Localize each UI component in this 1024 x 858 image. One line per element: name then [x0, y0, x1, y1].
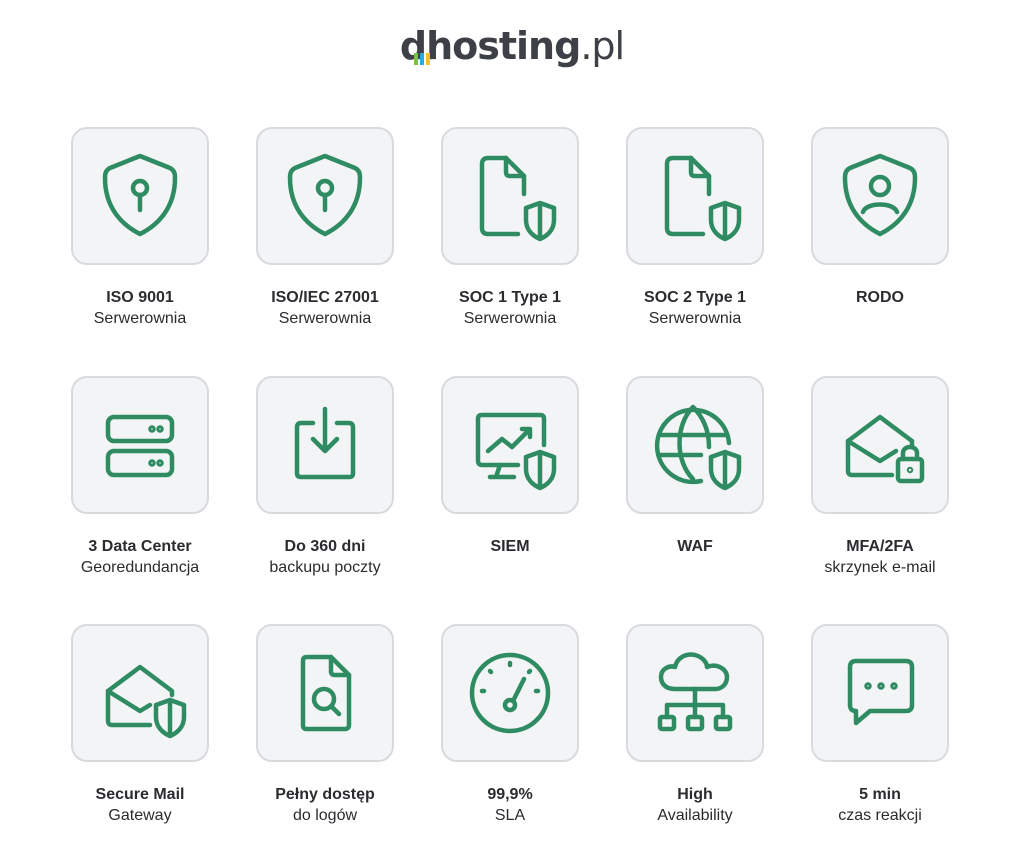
feature-subtitle: Georedundancja [80, 559, 200, 576]
feature-item: SOC 2 Type 1 Serwerownia [602, 127, 788, 329]
feature-tile [811, 376, 949, 514]
feature-tile [441, 624, 579, 762]
feature-tile [441, 127, 579, 265]
feature-title: ISO 9001 [106, 289, 174, 306]
server-stack-icon [105, 414, 175, 478]
feature-title: High [677, 786, 713, 803]
feature-title: ISO/IEC 27001 [271, 289, 379, 306]
feature-tile [256, 376, 394, 514]
feature-subtitle: Availability [657, 807, 733, 824]
shield-keyhole-icon [102, 153, 178, 237]
feature-tile [71, 376, 209, 514]
feature-title: Secure Mail [95, 786, 185, 803]
feature-title: RODO [856, 289, 904, 306]
feature-subtitle: Gateway [108, 807, 172, 824]
feature-subtitle: do logów [292, 807, 358, 824]
download-tray-icon [294, 406, 356, 480]
document-shield-icon [664, 155, 742, 242]
feature-subtitle: SLA [494, 807, 526, 824]
document-shield-icon [479, 155, 557, 242]
globe-shield-icon [654, 404, 742, 491]
feature-title: Do 360 dni [284, 538, 366, 555]
cloud-network-icon [657, 652, 733, 732]
chat-bubble-icon [847, 658, 915, 726]
logo: dhosting.pl [0, 24, 1024, 68]
feature-subtitle: Serwerownia [278, 310, 372, 327]
logo-text: dhosting [399, 24, 581, 68]
feature-subtitle: Serwerownia [648, 310, 742, 327]
feature-title: SIEM [490, 538, 530, 555]
feature-title: SOC 2 Type 1 [644, 289, 746, 306]
feature-subtitle: backupu poczty [269, 559, 381, 576]
feature-title: Pełny dostęp [275, 786, 375, 803]
mail-shield-icon [105, 664, 187, 739]
feature-title: 99,9% [487, 786, 533, 803]
feature-subtitle: Serwerownia [463, 310, 557, 327]
feature-subtitle: skrzynek e-mail [824, 559, 936, 576]
feature-tile [441, 376, 579, 514]
feature-item: Pełny dostęp do logów [232, 624, 418, 826]
mail-lock-icon [845, 414, 925, 484]
feature-tile [626, 624, 764, 762]
logo-bars [413, 30, 432, 74]
feature-tile [71, 127, 209, 265]
feature-tile [626, 127, 764, 265]
feature-tile [811, 127, 949, 265]
feature-item: SOC 1 Type 1 Serwerownia [417, 127, 603, 329]
shield-user-icon [842, 153, 918, 237]
shield-keyhole-icon [287, 153, 363, 237]
feature-tile [256, 624, 394, 762]
feature-subtitle: Serwerownia [93, 310, 187, 327]
feature-title: SOC 1 Type 1 [459, 289, 561, 306]
feature-item: RODO [787, 127, 973, 308]
monitor-chart-shield-icon [475, 412, 557, 491]
feature-title: WAF [677, 538, 713, 555]
logo-tld: .pl [580, 24, 625, 68]
feature-item: Do 360 dni backupu poczty [232, 376, 418, 578]
feature-subtitle: czas reakcji [838, 807, 922, 824]
gauge-icon [469, 652, 551, 734]
document-search-icon [300, 654, 352, 732]
feature-tile [256, 127, 394, 265]
feature-tile [811, 624, 949, 762]
feature-tile [626, 376, 764, 514]
feature-title: 5 min [859, 786, 901, 803]
feature-item: 99,9% SLA [417, 624, 603, 826]
feature-title: MFA/2FA [846, 538, 914, 555]
feature-tile [71, 624, 209, 762]
feature-item: SIEM [417, 376, 603, 557]
feature-item: WAF [602, 376, 788, 557]
feature-title: 3 Data Center [88, 538, 192, 555]
feature-item: MFA/2FA skrzynek e-mail [787, 376, 973, 578]
feature-item: 5 min czas reakcji [787, 624, 973, 826]
